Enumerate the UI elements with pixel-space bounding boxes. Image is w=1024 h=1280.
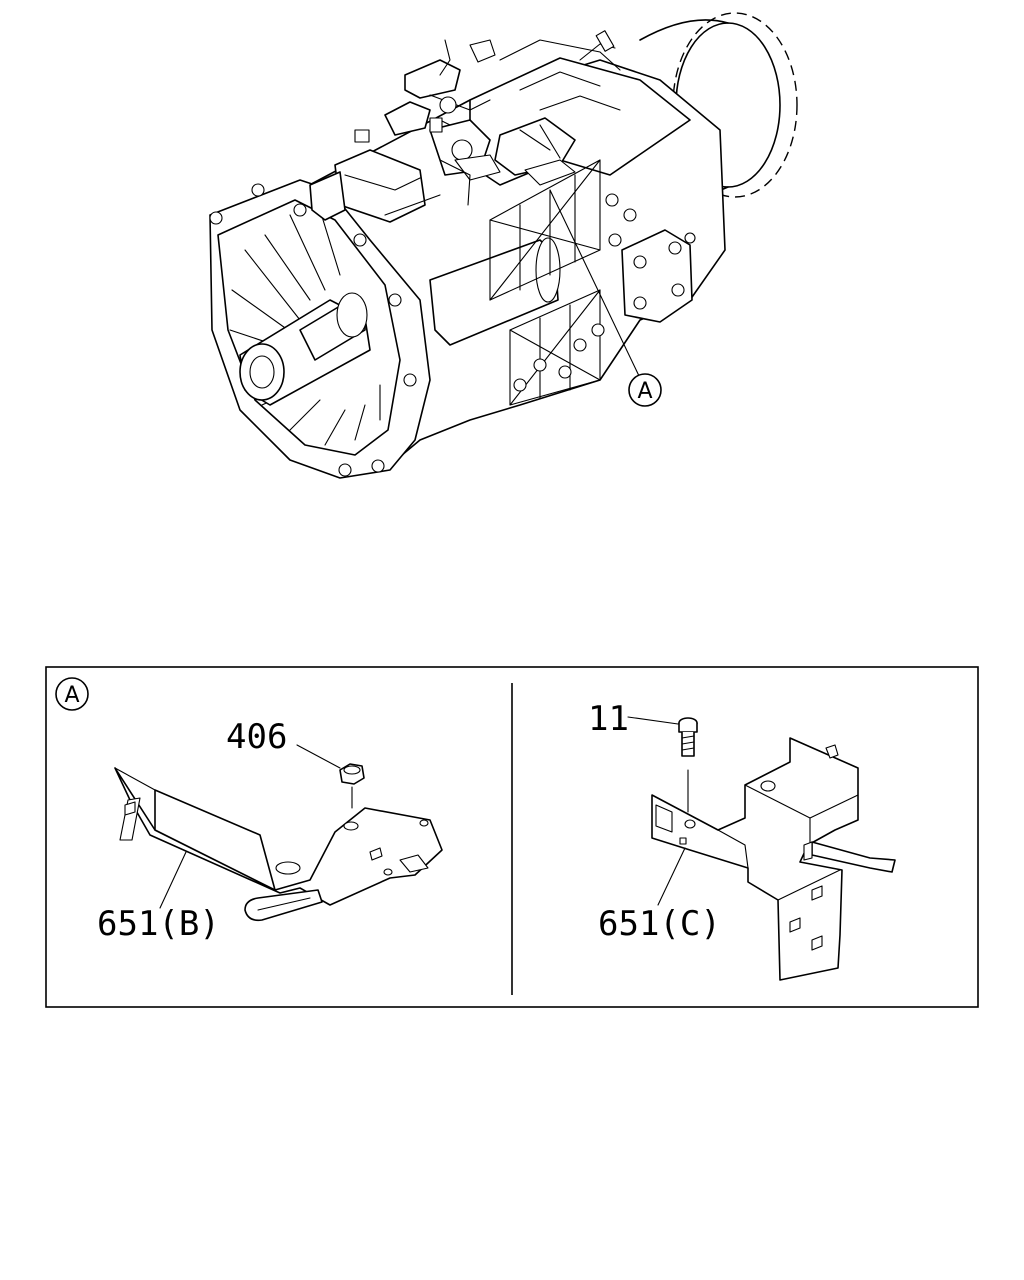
side-cover	[621, 229, 696, 323]
leader-406	[296, 744, 341, 769]
detail-a-callout: A	[628, 373, 662, 407]
nut-406	[339, 763, 365, 809]
detail-a-label: A	[637, 379, 652, 404]
bolt-11	[678, 717, 698, 813]
input-shaft	[239, 292, 371, 406]
bracket-b-assembly: 406	[114, 717, 443, 922]
label-651c: 651(C)	[598, 904, 721, 944]
leader-11	[627, 716, 679, 725]
main-cylinder	[429, 237, 561, 346]
shift-linkage	[384, 39, 576, 186]
label-406: 406	[226, 717, 287, 757]
detail-box-marker-label: A	[64, 683, 79, 708]
label-651b: 651(B)	[97, 904, 220, 944]
bracket-c-assembly: 11	[588, 699, 896, 981]
leader-651c	[657, 847, 686, 906]
detail-box-marker-circle	[55, 677, 89, 711]
callout-leader-a	[549, 189, 641, 379]
leader-651b	[159, 851, 187, 909]
body-bolts	[513, 193, 637, 392]
side-ribs	[489, 159, 601, 406]
housing-ribs	[229, 209, 381, 446]
detail-box: A	[45, 666, 979, 1008]
transmission-assembly	[209, 12, 798, 479]
label-11: 11	[588, 699, 629, 739]
upper-housing	[309, 117, 471, 223]
